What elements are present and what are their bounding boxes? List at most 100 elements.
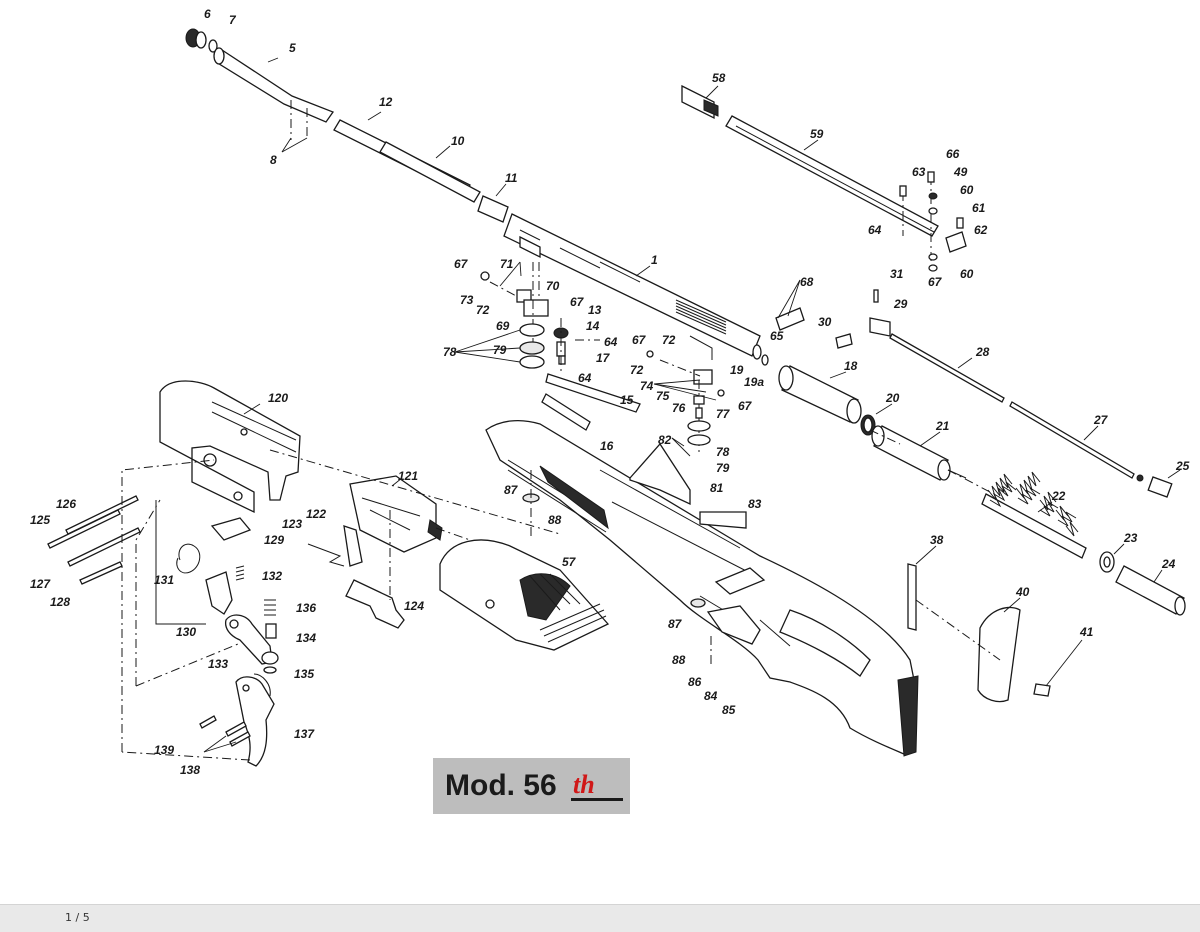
label-16: 16 (600, 439, 614, 453)
label-125: 125 (30, 513, 50, 527)
part-7-washer (208, 39, 218, 53)
part-1-compression-tube (503, 213, 761, 360)
page-indicator: 1 / 5 (65, 911, 90, 924)
part-84-88-trigger-guard (522, 470, 761, 668)
label-17: 17 (596, 351, 611, 365)
model-name: Mod. 56 (445, 769, 557, 802)
label-57: 57 (562, 555, 577, 569)
part-58-rail-end (681, 84, 719, 120)
label-61: 61 (972, 201, 986, 215)
label-67b: 67 (454, 257, 469, 271)
label-138: 138 (180, 763, 200, 777)
label-129: 129 (264, 533, 284, 547)
label-86: 86 (688, 675, 702, 689)
label-137: 137 (294, 727, 315, 741)
label-74: 74 (640, 379, 654, 393)
label-81: 81 (710, 481, 724, 495)
label-131: 131 (154, 573, 174, 587)
label-6: 6 (204, 7, 211, 21)
part-11-barrel-collar (477, 195, 509, 223)
label-126: 126 (56, 497, 76, 511)
stock (485, 419, 919, 757)
label-68: 68 (800, 275, 814, 289)
model-badge: Mod. 56 th (433, 758, 630, 814)
label-121: 121 (398, 469, 418, 483)
part-8-screws (281, 100, 308, 153)
part-22-mainspring (981, 471, 1087, 559)
label-76: 76 (672, 401, 686, 415)
label-31: 31 (890, 267, 904, 281)
part-120-trigger-housing (159, 380, 301, 514)
part-122-123-springs (307, 525, 363, 567)
part-68-trigger-bracket (775, 307, 805, 331)
label-38: 38 (930, 533, 944, 547)
label-12: 12 (379, 95, 393, 109)
part-27-28-rods (889, 333, 1144, 482)
part-29-30-31-block (835, 289, 891, 349)
label-15: 15 (620, 393, 634, 407)
part-60-66-rail-hardware (899, 171, 967, 272)
label-124: 124 (404, 599, 424, 613)
label-69: 69 (496, 319, 510, 333)
label-60b: 60 (960, 267, 974, 281)
label-127: 127 (30, 577, 51, 591)
label-60a: 60 (960, 183, 974, 197)
part-138-139-trigger-screws (199, 715, 251, 747)
label-132: 132 (262, 569, 282, 583)
label-71: 71 (500, 257, 514, 271)
label-64b: 64 (604, 335, 618, 349)
label-67d: 67 (632, 333, 647, 347)
part-130-131-sear-parts (155, 500, 233, 625)
part-121-trigger-frame (349, 475, 443, 553)
label-79b: 79 (716, 461, 730, 475)
label-88a: 88 (548, 513, 562, 527)
label-85: 85 (722, 703, 736, 717)
label-30: 30 (818, 315, 832, 329)
part-59-scope-rail (725, 115, 939, 237)
label-19: 19 (730, 363, 744, 377)
part-6-muzzle-cap (185, 28, 207, 49)
label-20: 20 (885, 391, 900, 405)
label-27: 27 (1093, 413, 1109, 427)
label-8: 8 (270, 153, 277, 167)
label-59: 59 (810, 127, 824, 141)
label-10: 10 (451, 134, 465, 148)
part-21-piston (871, 425, 967, 481)
part-23-washer (1099, 551, 1115, 573)
label-139: 139 (154, 743, 174, 757)
label-22: 22 (1051, 489, 1066, 503)
label-19a: 19a (744, 375, 764, 389)
label-29: 29 (893, 297, 908, 311)
part-10-barrel (379, 141, 481, 203)
part-129-trigger-spring-block (210, 517, 252, 541)
label-67a: 67 (928, 275, 943, 289)
part-133-sear (224, 614, 279, 674)
label-136: 136 (296, 601, 316, 615)
label-87a: 87 (504, 483, 519, 497)
part-81-83-bracket (629, 442, 747, 529)
part-57-housing (439, 539, 610, 651)
label-75: 75 (656, 389, 670, 403)
viewer-footer-bar: 1 / 5 (0, 904, 1200, 932)
label-122: 122 (306, 507, 326, 521)
label-25: 25 (1175, 459, 1190, 473)
part-5-muzzle-weight (213, 47, 335, 123)
label-82: 82 (658, 433, 672, 447)
label-23: 23 (1123, 531, 1138, 545)
label-120: 120 (268, 391, 288, 405)
label-66: 66 (946, 147, 960, 161)
model-logo-swoosh (571, 798, 623, 801)
label-88b: 88 (672, 653, 686, 667)
label-40: 40 (1015, 585, 1030, 599)
part-65-19-fittings (752, 344, 769, 366)
label-78b: 78 (716, 445, 730, 459)
part-18-piston-cylinder (778, 365, 862, 424)
label-72b: 72 (662, 333, 676, 347)
part-25-end-cap (1147, 476, 1173, 498)
part-67-79-left-stack (480, 262, 549, 369)
label-21: 21 (935, 419, 950, 433)
label-70: 70 (546, 279, 560, 293)
label-62: 62 (974, 223, 988, 237)
label-134: 134 (296, 631, 316, 645)
label-64c: 64 (578, 371, 592, 385)
